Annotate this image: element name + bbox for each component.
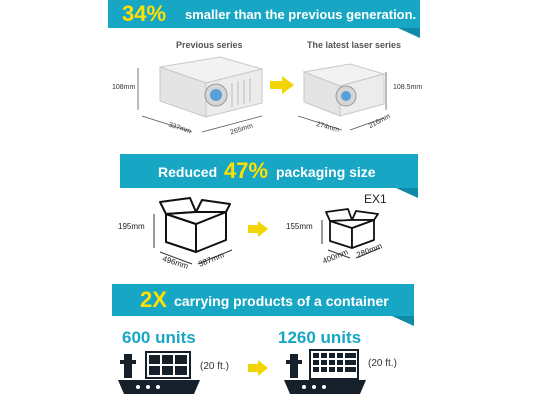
banner-container: 2X carrying products of a container	[112, 284, 414, 316]
prev-dimension-lines	[137, 68, 263, 133]
new-units-label: 1260 units	[278, 328, 362, 347]
new-box-dimension-lines	[321, 220, 381, 259]
old-box-height-label: 195mm	[118, 222, 145, 231]
old-container-label: (20 ft.)	[200, 361, 229, 372]
box-icon	[325, 208, 379, 249]
new-dimension-lines	[297, 72, 387, 131]
banner-packaging: Reduced 47% packaging size	[120, 154, 418, 188]
previous-series-label: Previous series	[176, 40, 243, 50]
old-units-label: 600 units	[122, 328, 196, 347]
packaging-prefix: Reduced	[158, 164, 218, 180]
new-container-label: (20 ft.)	[368, 358, 397, 369]
new-height-label: 108.5mm	[393, 84, 423, 91]
smaller-text: smaller than the previous generation.	[185, 7, 417, 22]
cargo-ship-icon	[118, 351, 200, 394]
projector-icon	[302, 63, 386, 117]
packaging-suffix: packaging size	[276, 164, 376, 180]
new-box-height-label: 155mm	[286, 222, 313, 231]
arrow-right-icon	[248, 221, 268, 237]
arrow-right-icon	[248, 360, 268, 376]
banner-tail	[392, 316, 414, 326]
banner-tail	[396, 188, 418, 198]
smaller-percent: 34%	[122, 1, 167, 26]
latest-series-label: The latest laser series	[307, 40, 402, 50]
projector-icon	[159, 56, 264, 118]
banner-tail	[398, 28, 420, 38]
prev-height-label: 108mm	[112, 84, 136, 91]
cargo-ship-icon	[284, 349, 366, 394]
model-label: EX1	[364, 192, 387, 206]
box-icon	[159, 197, 231, 253]
packaging-percent: 47%	[224, 158, 269, 183]
container-text: carrying products of a container	[174, 293, 389, 309]
banner-smaller-size: 34% smaller than the previous generation…	[108, 0, 420, 28]
arrow-right-icon	[270, 76, 294, 94]
container-multiplier: 2X	[140, 287, 167, 312]
old-box-dimension-lines	[153, 214, 233, 265]
